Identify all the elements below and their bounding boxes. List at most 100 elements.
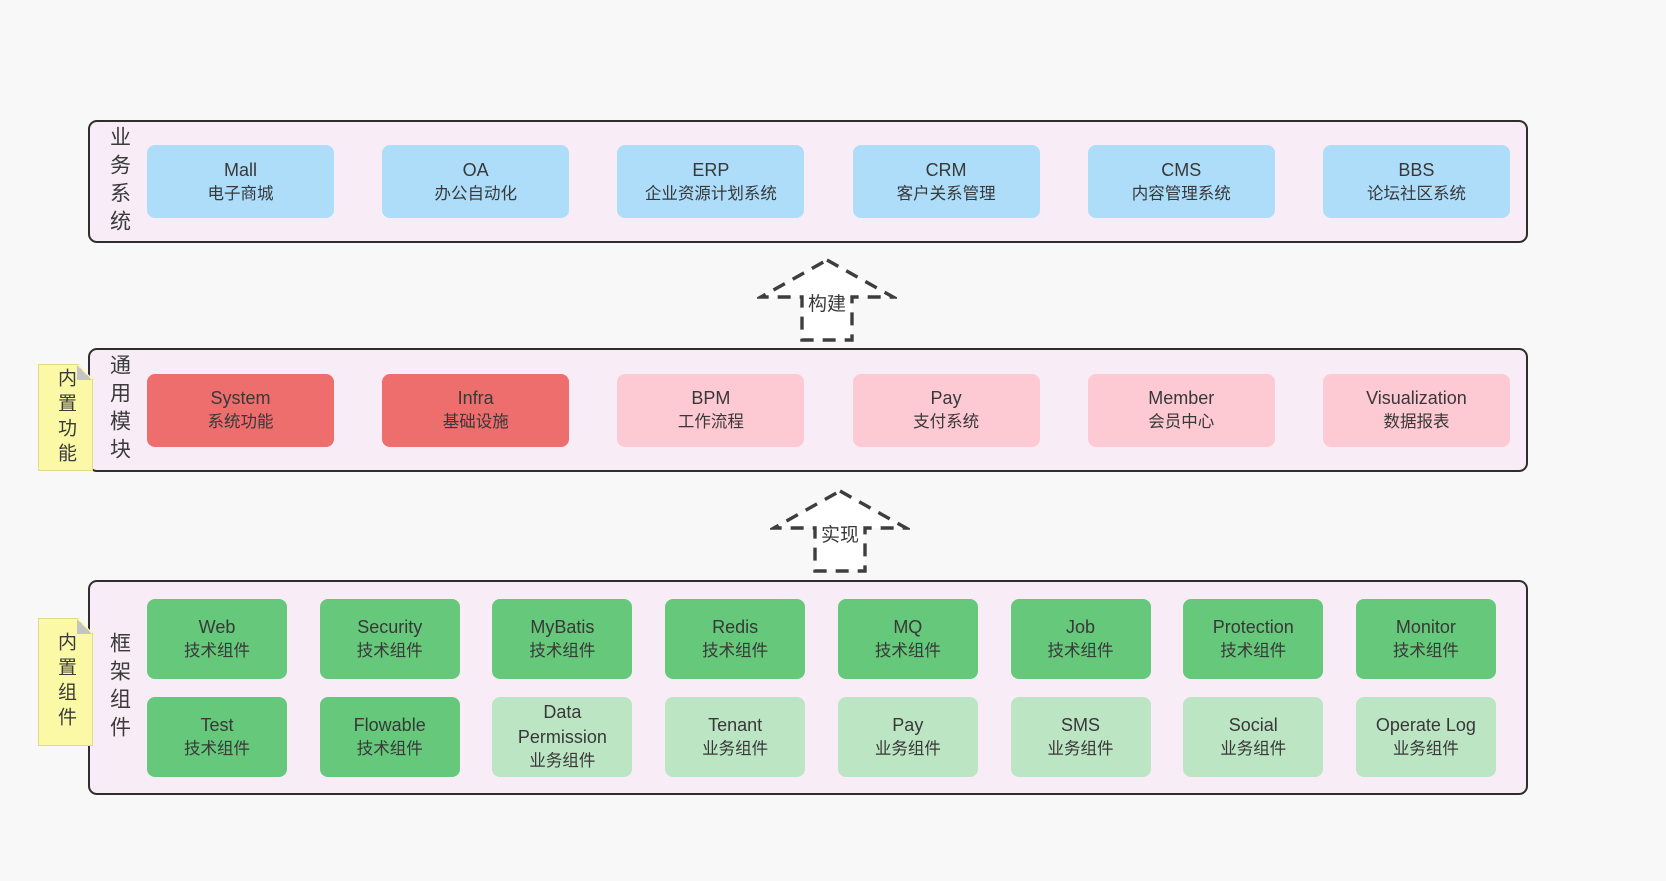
- box-mq: MQ 技术组件: [837, 598, 978, 679]
- box-title: Mall: [223, 159, 257, 180]
- box-title: Social: [1228, 714, 1278, 735]
- arrow-build: 构建: [757, 256, 897, 344]
- box-title: Visualization: [1366, 388, 1467, 408]
- band-modules-content: System 系统功能 Infra 基础设施 BPM 工作流程 Pay 支付系统…: [147, 373, 1526, 447]
- box-redis: Redis 技术组件: [665, 598, 806, 679]
- box-title: BBS: [1398, 159, 1435, 180]
- box-subtitle: 论坛社区系统: [1366, 184, 1466, 203]
- box-title: Redis: [712, 616, 759, 637]
- box-subtitle: 技术组件: [529, 641, 596, 660]
- box-cms: CMS 内容管理系统: [1087, 145, 1275, 218]
- box-oa: OA 办公自动化: [382, 145, 570, 218]
- box-title: Pay: [892, 714, 924, 735]
- box-title: Infra: [457, 388, 494, 408]
- box-title: BPM: [691, 388, 731, 408]
- arrow-build-label: 构建: [804, 289, 850, 316]
- band-business-label: 业务系统: [107, 125, 131, 238]
- box-title: Protection: [1212, 616, 1294, 637]
- box-subtitle: 技术组件: [356, 641, 423, 660]
- note-text: 内置功能: [55, 367, 76, 468]
- box-data-permission: Data Permission 业务组件: [492, 696, 633, 777]
- box-mybatis: MyBatis 技术组件: [492, 598, 633, 679]
- box-subtitle: 内容管理系统: [1131, 184, 1231, 203]
- box-bpm: BPM 工作流程: [617, 373, 805, 447]
- sticky-note-built-in-features: 内置功能: [38, 364, 93, 471]
- box-title: Monitor: [1395, 616, 1456, 637]
- box-subtitle: 系统功能: [207, 413, 274, 431]
- box-social: Social 业务组件: [1183, 696, 1324, 777]
- band-common-modules: 通用模块 System 系统功能 Infra 基础设施 BPM 工作流程 Pay…: [88, 348, 1528, 472]
- box-visualization: Visualization 数据报表: [1322, 373, 1510, 447]
- box-title: CRM: [925, 159, 967, 180]
- box-title: Job: [1066, 616, 1096, 637]
- box-subtitle: 数据报表: [1383, 413, 1450, 431]
- box-job: Job 技术组件: [1010, 598, 1151, 679]
- box-sms: SMS 业务组件: [1010, 696, 1151, 777]
- box-title: Flowable: [353, 714, 426, 735]
- box-subtitle: 技术组件: [874, 641, 941, 660]
- box-subtitle: 技术组件: [1392, 641, 1459, 660]
- box-subtitle: 客户关系管理: [896, 184, 996, 203]
- box-title: System: [210, 388, 271, 408]
- box-title: ERP: [692, 159, 730, 180]
- box-subtitle: 支付系统: [913, 413, 980, 431]
- box-pay-biz: Pay 业务组件: [837, 696, 978, 777]
- box-title: Pay: [930, 388, 962, 408]
- band-business-systems: 业务系统 Mall 电子商城 OA 办公自动化 ERP 企业资源计划系统 CRM…: [88, 120, 1528, 243]
- framework-row-1: Web 技术组件 Security 技术组件 MyBatis 技术组件 Redi…: [147, 598, 1496, 679]
- box-subtitle: 会员中心: [1148, 413, 1215, 431]
- note-text: 内置组件: [55, 632, 76, 732]
- band-business-content: Mall 电子商城 OA 办公自动化 ERP 企业资源计划系统 CRM 客户关系…: [147, 145, 1526, 218]
- box-subtitle: 业务组件: [529, 752, 596, 770]
- box-subtitle: 企业资源计划系统: [644, 184, 777, 203]
- box-system: System 系统功能: [147, 373, 334, 447]
- box-title: Test: [200, 714, 234, 735]
- box-member: Member 会员中心: [1087, 373, 1275, 447]
- box-title: Member: [1148, 388, 1215, 408]
- box-flowable: Flowable 技术组件: [319, 696, 460, 777]
- box-infra: Infra 基础设施: [382, 373, 570, 447]
- box-erp: ERP 企业资源计划系统: [617, 145, 805, 218]
- box-tenant: Tenant 业务组件: [665, 696, 806, 777]
- box-subtitle: 技术组件: [1220, 641, 1287, 660]
- box-title: MQ: [893, 616, 923, 637]
- sticky-note-built-in-components: 内置组件: [38, 618, 93, 746]
- box-security: Security 技术组件: [319, 598, 460, 679]
- band-framework-content: Web 技术组件 Security 技术组件 MyBatis 技术组件 Redi…: [147, 598, 1526, 777]
- box-subtitle: 业务组件: [874, 739, 941, 758]
- band-framework-label: 框架组件: [107, 631, 131, 744]
- box-subtitle: 技术组件: [356, 739, 423, 758]
- box-title: SMS: [1061, 714, 1101, 735]
- box-title: Data Permission: [517, 702, 607, 747]
- box-subtitle: 电子商城: [207, 184, 274, 203]
- box-bbs: BBS 论坛社区系统: [1322, 145, 1510, 218]
- box-monitor: Monitor 技术组件: [1355, 598, 1496, 679]
- box-subtitle: 业务组件: [702, 739, 769, 758]
- box-title: MyBatis: [530, 616, 595, 637]
- box-subtitle: 业务组件: [1220, 739, 1287, 758]
- box-title: Tenant: [708, 714, 763, 735]
- arrow-implement-label: 实现: [817, 520, 863, 547]
- box-web: Web 技术组件: [147, 598, 287, 679]
- box-protection: Protection 技术组件: [1183, 598, 1324, 679]
- box-title: CMS: [1161, 159, 1202, 180]
- box-subtitle: 办公自动化: [434, 184, 517, 203]
- box-test: Test 技术组件: [147, 696, 287, 777]
- box-title: Security: [357, 616, 423, 637]
- box-operate-log: Operate Log 业务组件: [1355, 696, 1496, 777]
- box-subtitle: 基础设施: [442, 413, 509, 431]
- box-pay: Pay 支付系统: [852, 373, 1040, 447]
- box-subtitle: 业务组件: [1392, 739, 1459, 758]
- arrow-implement: 实现: [770, 487, 910, 575]
- box-title: Web: [198, 616, 236, 637]
- band-framework-components: 框架组件 Web 技术组件 Security 技术组件 MyBatis 技术组件…: [88, 580, 1528, 795]
- box-subtitle: 工作流程: [677, 413, 744, 431]
- box-subtitle: 技术组件: [1047, 641, 1114, 660]
- box-subtitle: 技术组件: [702, 641, 769, 660]
- box-mall: Mall 电子商城: [147, 145, 334, 218]
- box-subtitle: 技术组件: [184, 641, 250, 660]
- framework-row-2: Test 技术组件 Flowable 技术组件 Data Permission …: [147, 696, 1496, 777]
- box-subtitle: 业务组件: [1047, 739, 1114, 758]
- box-title: Operate Log: [1375, 714, 1476, 735]
